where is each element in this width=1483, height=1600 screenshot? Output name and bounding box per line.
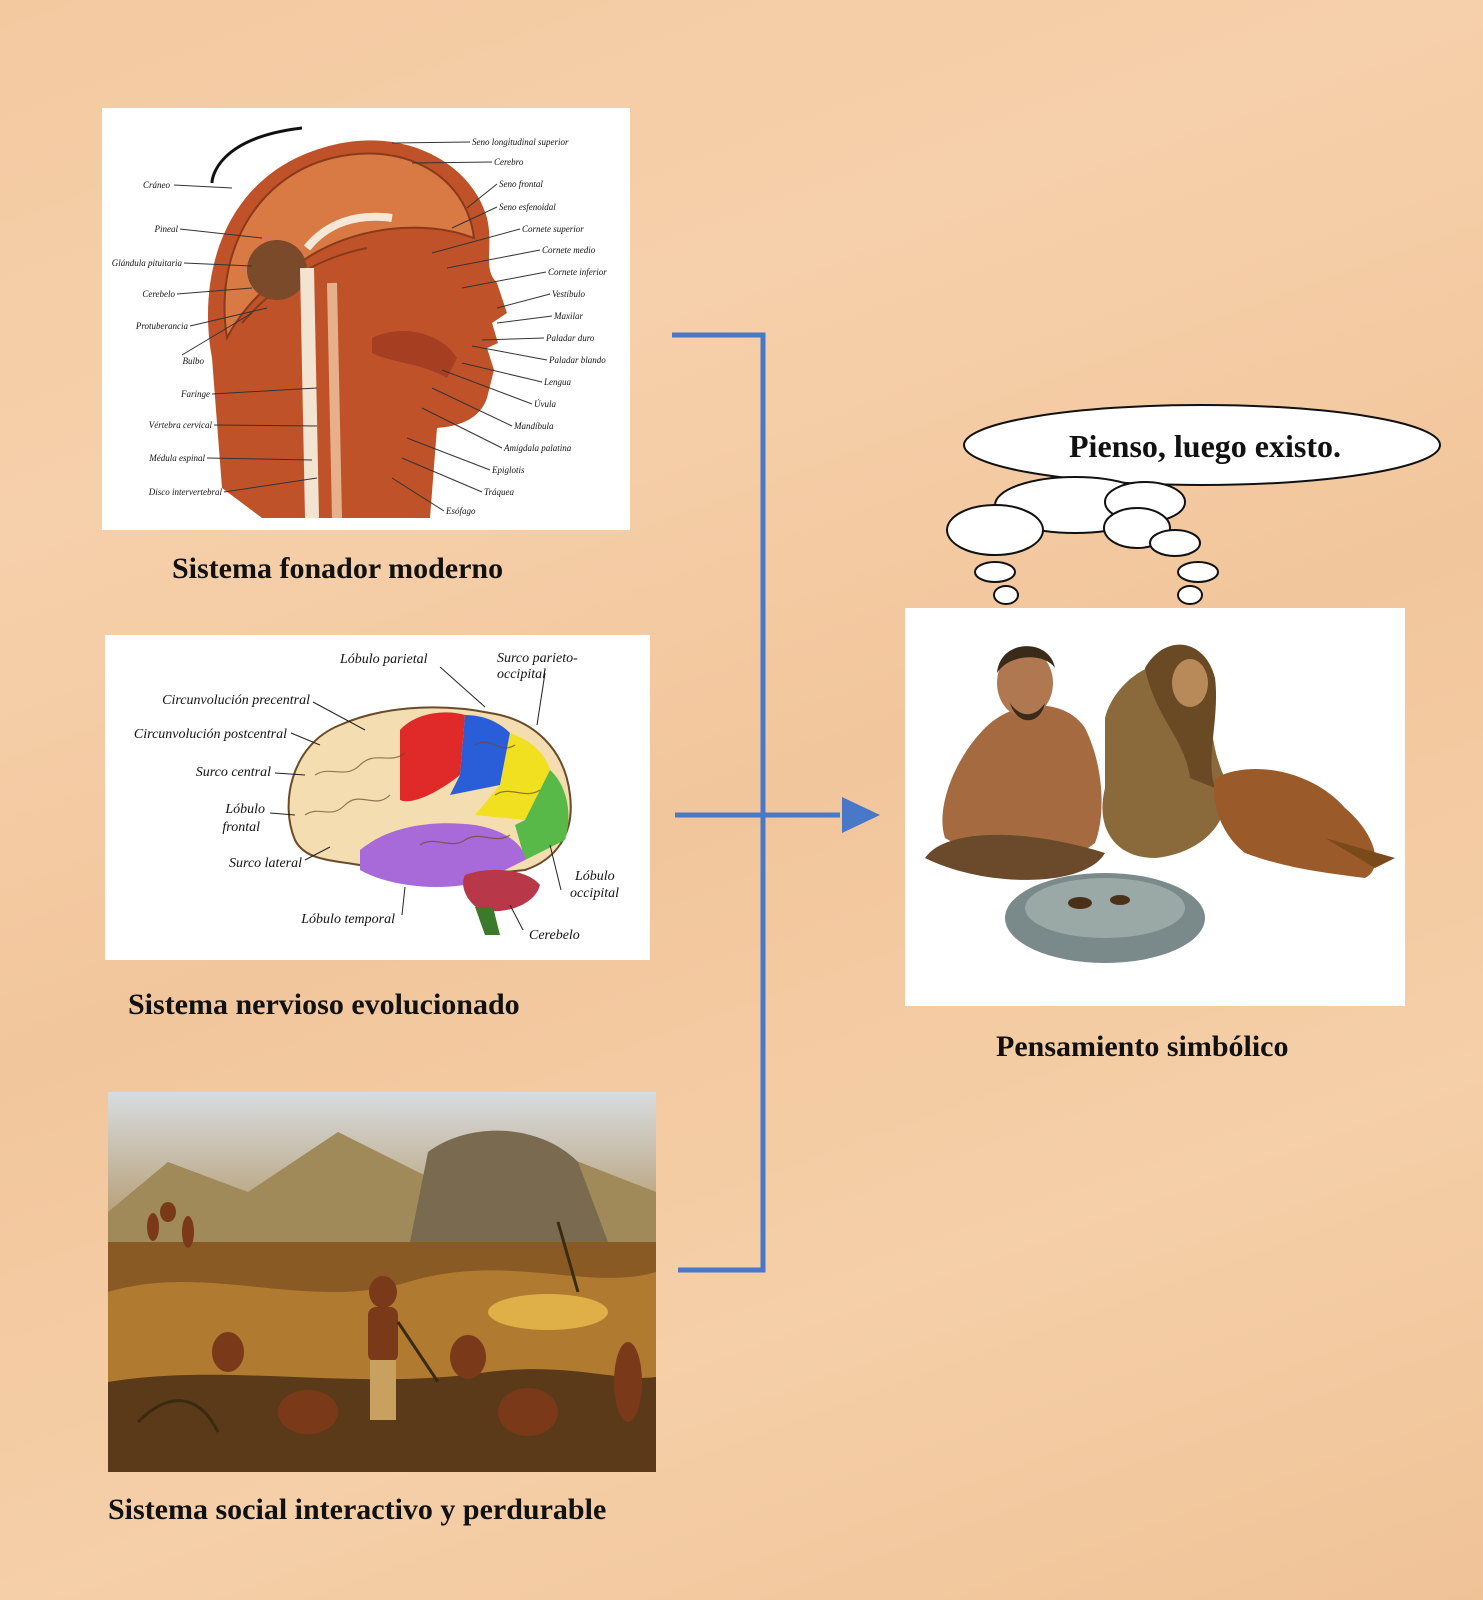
label-faringe: Faringe [180, 389, 210, 399]
speech-bubble-main [963, 404, 1441, 486]
label-paladar-duro: Paladar duro [545, 333, 595, 343]
head-anatomy-panel: Cráneo Pineal Glándula pituitaria Cerebe… [102, 108, 630, 530]
arrow-head [842, 797, 880, 833]
label-amigdala-palatina: Amígdala palatina [503, 443, 572, 453]
label-lengua: Lengua [543, 377, 572, 387]
label-surco-parieto-1: Surco parieto- [497, 651, 578, 666]
brain-panel: Lóbulo parietal Surco parieto- occipital… [105, 635, 650, 960]
label-medula-espinal: Médula espinal [148, 453, 205, 463]
label-traquea: Tráquea [484, 487, 515, 497]
caption-sistema-nervioso: Sistema nervioso evolucionado [128, 988, 520, 1021]
label-circunvolucion-precentral: Circunvolución precentral [162, 693, 310, 708]
label-cerebro: Cerebro [494, 157, 524, 167]
label-pineal: Pineal [154, 224, 179, 234]
thought-bubble: Pienso, luego existo. [946, 404, 1441, 605]
label-surco-central: Surco central [196, 765, 271, 780]
label-lobulo-occipital-1: Lóbulo [574, 869, 615, 884]
label-cerebelo: Cerebelo [142, 289, 175, 299]
label-craneo: Cráneo [143, 180, 171, 190]
label-bulbo: Bulbo [183, 356, 205, 366]
head-anatomy-illustration: Cráneo Pineal Glándula pituitaria Cerebe… [112, 126, 607, 519]
cerebellum-icon [247, 240, 307, 300]
label-mandibula: Mandíbula [513, 421, 554, 431]
label-surco-lateral: Surco lateral [229, 856, 302, 871]
prehistoric-community-illustration [108, 1092, 656, 1472]
label-vestibulo: Vestíbulo [552, 289, 585, 299]
label-lobulo-frontal-2: frontal [222, 820, 260, 835]
social-scene-panel [108, 1092, 656, 1472]
label-lobulo-occipital-2: occipital [570, 886, 619, 901]
label-vertebra-cervical: Vértebra cervical [149, 420, 213, 430]
label-epiglotis: Epiglotis [491, 465, 525, 475]
label-lobulo-frontal-1: Lóbulo [224, 802, 265, 817]
speech-text: Pienso, luego existo. [1069, 428, 1341, 464]
label-glandula-pituitaria: Glándula pituitaria [112, 258, 183, 268]
label-seno-esfenoidal: Seno esfenoidal [499, 202, 556, 212]
label-cerebelo-brain: Cerebelo [529, 928, 580, 943]
label-maxilar: Maxilar [553, 311, 583, 321]
caption-sistema-fonador: Sistema fonador moderno [172, 552, 504, 585]
bracket-line [672, 332, 766, 1273]
label-uvula: Úvula [534, 399, 556, 409]
early-humans-illustration [925, 644, 1395, 963]
caption-sistema-social: Sistema social interactivo y perdurable [108, 1493, 607, 1526]
label-esofago: Esófago [445, 506, 476, 516]
label-surco-parieto-2: occipital [497, 667, 546, 682]
label-seno-longitudinal: Seno longitudinal superior [472, 137, 569, 147]
label-disco-intervertebral: Disco intervertebral [148, 487, 223, 497]
label-circunvolucion-postcentral: Circunvolución postcentral [134, 727, 287, 742]
label-paladar-blando: Paladar blando [548, 355, 606, 365]
label-cornete-superior: Cornete superior [522, 224, 584, 234]
label-lobulo-temporal: Lóbulo temporal [300, 912, 395, 927]
result-panel [905, 608, 1405, 1006]
brain-illustration: Lóbulo parietal Surco parieto- occipital… [134, 651, 619, 943]
label-cornete-medio: Cornete medio [542, 245, 596, 255]
caption-pensamiento-simbolico: Pensamiento simbólico [996, 1030, 1289, 1063]
label-protuberancia: Protuberancia [135, 321, 189, 331]
label-seno-frontal: Seno frontal [499, 179, 543, 189]
label-cornete-inferior: Cornete inferior [548, 267, 607, 277]
label-lobulo-parietal: Lóbulo parietal [339, 652, 428, 667]
